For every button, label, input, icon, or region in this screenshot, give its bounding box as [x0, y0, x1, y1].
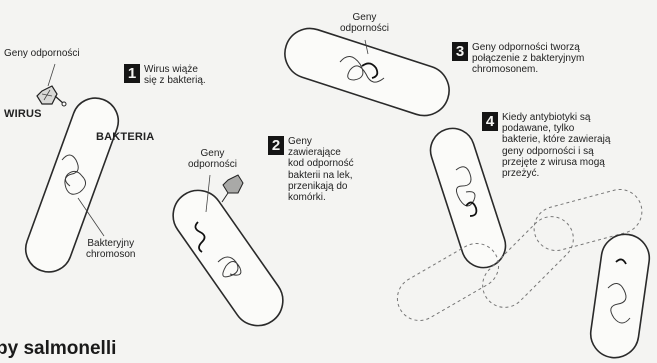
label-resistance-genes-top: Geny odporności [340, 12, 389, 34]
bacterium-3 [278, 22, 455, 122]
step-text: Geny odporności tworzą połączenie z bakt… [472, 42, 584, 76]
step-number: 1 [124, 64, 140, 83]
step-3: 3 Geny odporności tworzą połączenie z ba… [452, 42, 584, 76]
bacterium-5 [588, 231, 653, 360]
step-number: 4 [482, 112, 498, 131]
label-resistance-genes-middle: Geny odporności [188, 148, 237, 170]
step-number: 2 [268, 136, 284, 155]
label-bacterial-chromosome: Bakteryjny chromoson [86, 238, 135, 260]
step-4: 4 Kiedy antybiotyki są podawane, tylko b… [482, 112, 610, 179]
virus-2 [222, 175, 243, 202]
label-resistance-genes-left: Geny odporności [4, 48, 80, 59]
bacterium-2 [163, 181, 292, 336]
label-virus: WIRUS [4, 108, 42, 120]
step-1: 1 Wirus wiąże się z bakterią. [124, 64, 206, 86]
step-text: Wirus wiąże się z bakterią. [144, 64, 206, 86]
section-caption: py salmonelli [0, 338, 116, 360]
label-bacterium: BAKTERIA [96, 131, 154, 143]
step-text: Kiedy antybiotyki są podawane, tylko bak… [502, 112, 610, 179]
step-text: Geny zawierające kod odporność bakterii … [288, 136, 354, 203]
step-number: 3 [452, 42, 468, 61]
virus-1 [37, 86, 66, 106]
step-2: 2 Geny zawierające kod odporność bakteri… [268, 136, 354, 203]
